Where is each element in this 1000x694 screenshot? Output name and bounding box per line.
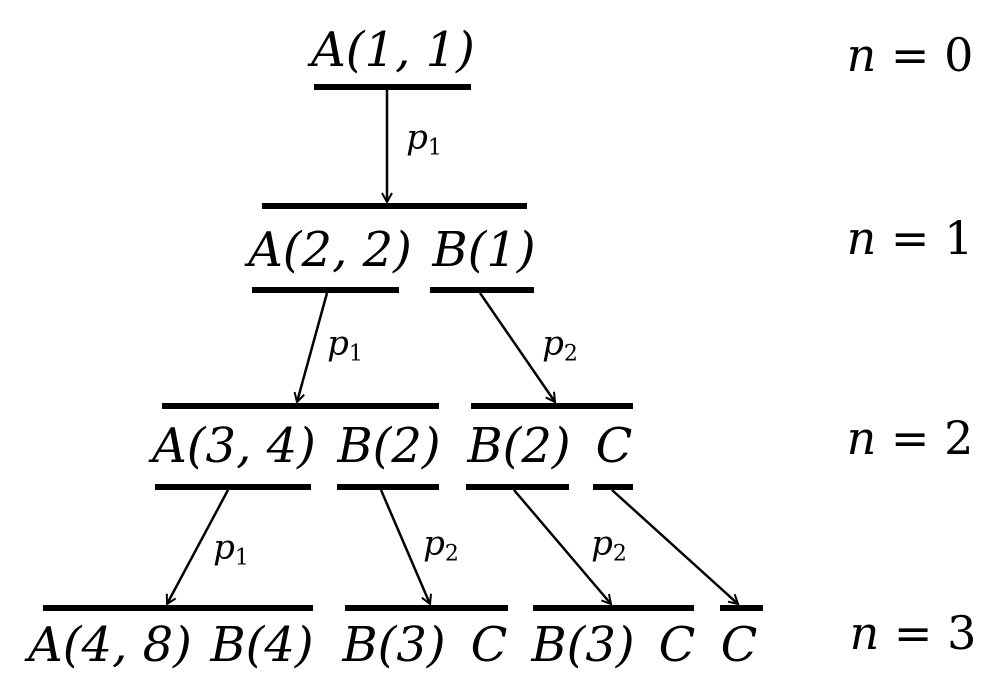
edge-label-a22: p1: [327, 323, 363, 367]
node-b3a: B(3): [342, 617, 446, 673]
node-a11: A(1, 1): [311, 22, 475, 78]
level-label-0: n = 0: [846, 28, 974, 82]
node-c3b: C: [658, 617, 696, 673]
arrow-a22-to-level2-left: [297, 292, 329, 402]
node-b4: B(4): [210, 617, 314, 673]
arrow-b1-to-level2-right: [478, 292, 555, 402]
edge-label-b2a: p2: [423, 523, 459, 567]
node-c2: C: [595, 418, 633, 474]
edge-label-b2b: p2: [591, 523, 627, 567]
arrow-b2a-to-level3-second: [379, 489, 430, 604]
level-label-2: n = 2: [846, 411, 974, 465]
node-a34: A(3, 4): [152, 418, 316, 474]
node-b2a: B(2): [337, 418, 441, 474]
edge-label-a34: p1: [213, 527, 249, 571]
edge-label-b1: p2: [542, 323, 578, 367]
level-label-3: n = 3: [849, 606, 977, 660]
node-b3b: B(3): [531, 617, 635, 673]
arrow-a34-to-level3-first: [167, 489, 230, 604]
arrow-b2b-to-level3-third: [513, 489, 611, 604]
node-a48: A(4, 8): [28, 617, 192, 673]
node-c3a: C: [470, 617, 508, 673]
edge-label-a11: p1: [406, 117, 442, 161]
arrow-c2-to-level3-fourth: [611, 489, 738, 604]
level-label-1: n = 1: [846, 211, 974, 265]
node-b1: B(1): [432, 222, 536, 278]
node-a22: A(2, 2): [248, 222, 412, 278]
node-b2b: B(2): [467, 418, 571, 474]
node-c3c: C: [720, 617, 758, 673]
